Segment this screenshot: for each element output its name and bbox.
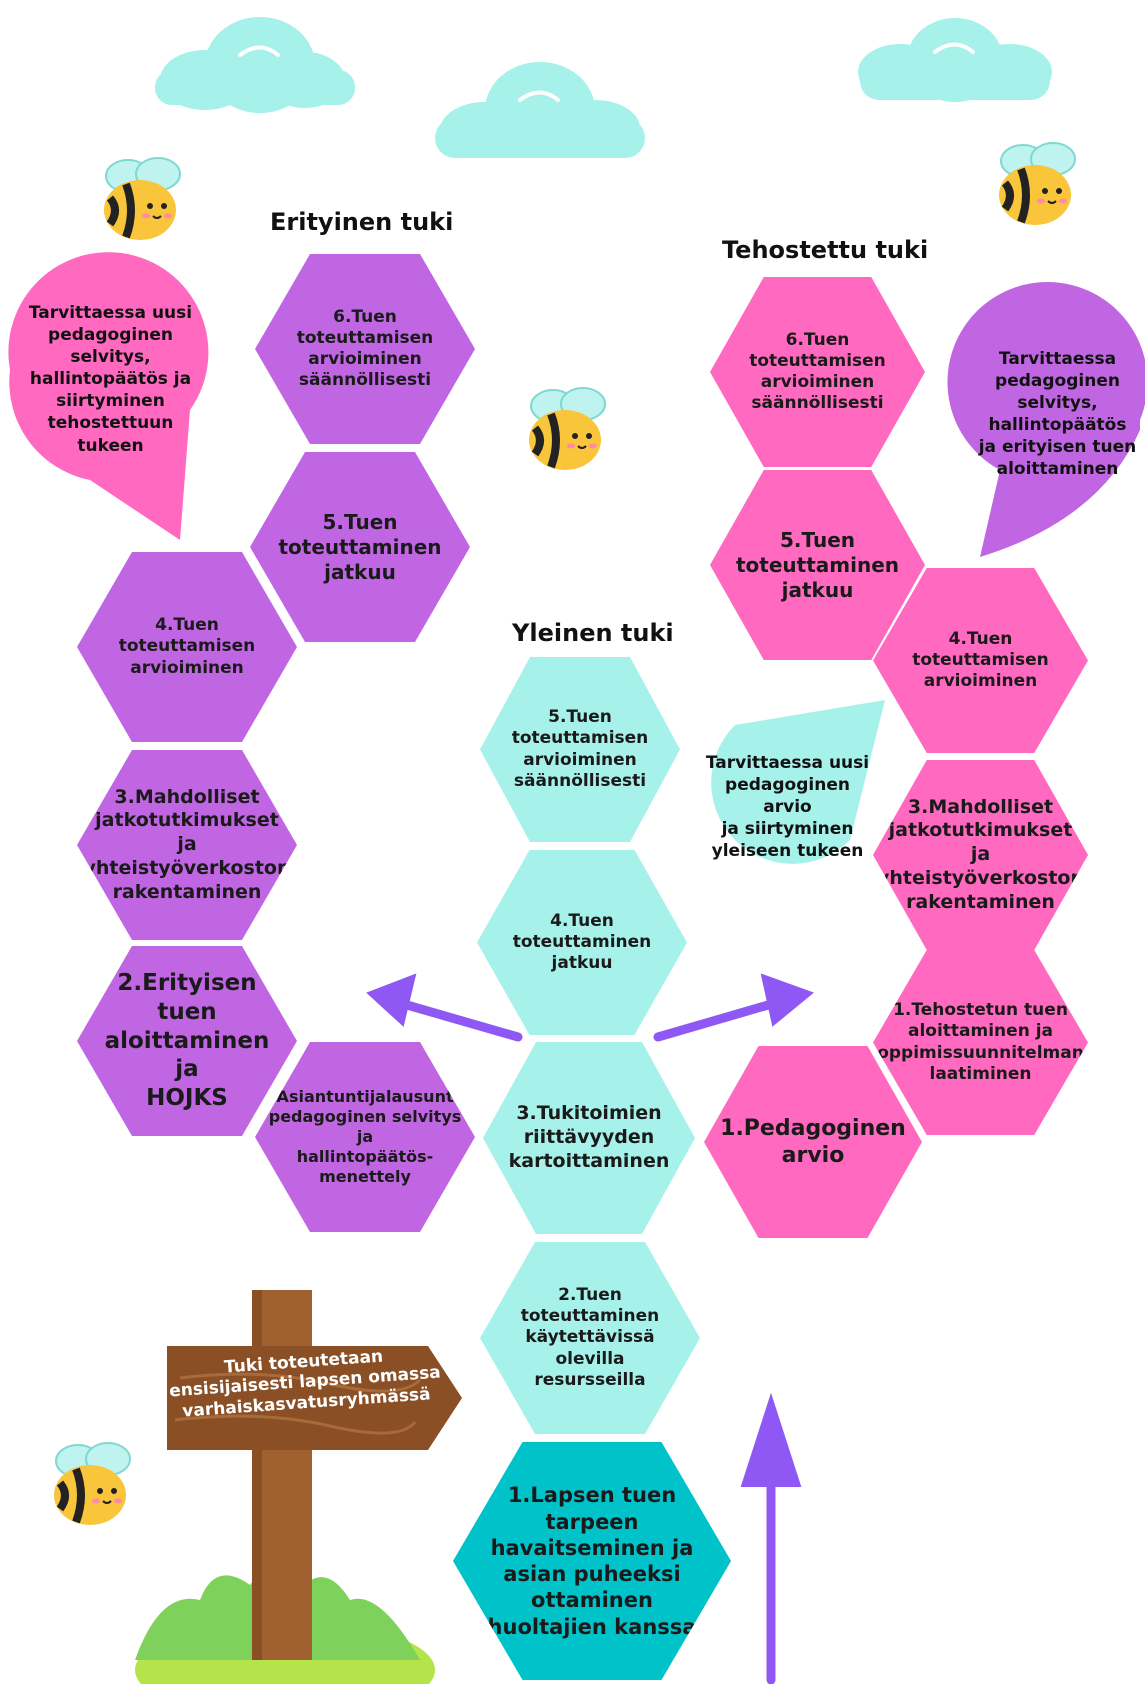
erityinen-step-3: 3.Mahdolliset jatkotutkimukset ja yhteis… bbox=[77, 750, 297, 940]
speech-bubble-left: Tarvittaessa uusi pedagoginen selvitys, … bbox=[28, 303, 193, 456]
bee-icon bbox=[54, 1442, 131, 1525]
speech-bubble-middle: Tarvittaessa uusi pedagoginen arvio ja s… bbox=[705, 753, 870, 862]
erityinen-step-4: 4.Tuen toteuttamisen arvioiminen bbox=[77, 552, 297, 742]
erityinen-step-1: 1.Asiantuntijalausunto, pedagoginen selv… bbox=[255, 1042, 475, 1232]
bee-icon bbox=[104, 157, 181, 240]
bee-icon bbox=[529, 387, 606, 470]
tehostettu-step-1a: 1.Pedagoginen arvio bbox=[704, 1046, 922, 1238]
grass-icon bbox=[135, 1571, 420, 1660]
yleinen-step-4: 4.Tuen toteuttaminen jatkuu bbox=[477, 850, 687, 1035]
yleinen-step-2: 2.Tuen toteuttaminen käytettävissä olevi… bbox=[480, 1242, 700, 1434]
erityinen-step-5: 5.Tuen toteuttaminen jatkuu bbox=[250, 452, 470, 642]
yleinen-step-1: 1.Lapsen tuen tarpeen havaitseminen ja a… bbox=[453, 1442, 731, 1680]
signpost-text: Tuki toteutetaan ensisijaisesti lapsen o… bbox=[168, 1346, 442, 1422]
speech-bubble-right: Tarvittaessa pedagoginen selvitys, halli… bbox=[978, 349, 1137, 480]
heading-yleinen-tuki: Yleinen tuki bbox=[512, 619, 674, 647]
tehostettu-step-3: 3.Mahdolliset jatkotutkimukset ja yhteis… bbox=[873, 760, 1088, 950]
yleinen-step-3: 3.Tukitoimien riittävyyden kartoittamine… bbox=[483, 1042, 695, 1234]
tehostettu-step-1b: 1.Tehostetun tuen aloittaminen ja oppimi… bbox=[873, 950, 1088, 1135]
erityinen-step-2: 2.Erityisen tuen aloittaminen ja HOJKS bbox=[77, 946, 297, 1136]
tehostettu-step-6: 6.Tuen toteuttamisen arvioiminen säännöl… bbox=[710, 277, 925, 467]
bee-icon bbox=[999, 142, 1076, 225]
erityinen-step-6: 6.Tuen toteuttamisen arvioiminen säännöl… bbox=[255, 254, 475, 444]
heading-tehostettu-tuki: Tehostettu tuki bbox=[722, 236, 929, 264]
yleinen-step-5: 5.Tuen toteuttamisen arvioiminen säännöl… bbox=[480, 657, 680, 842]
heading-erityinen-tuki: Erityinen tuki bbox=[270, 208, 454, 236]
